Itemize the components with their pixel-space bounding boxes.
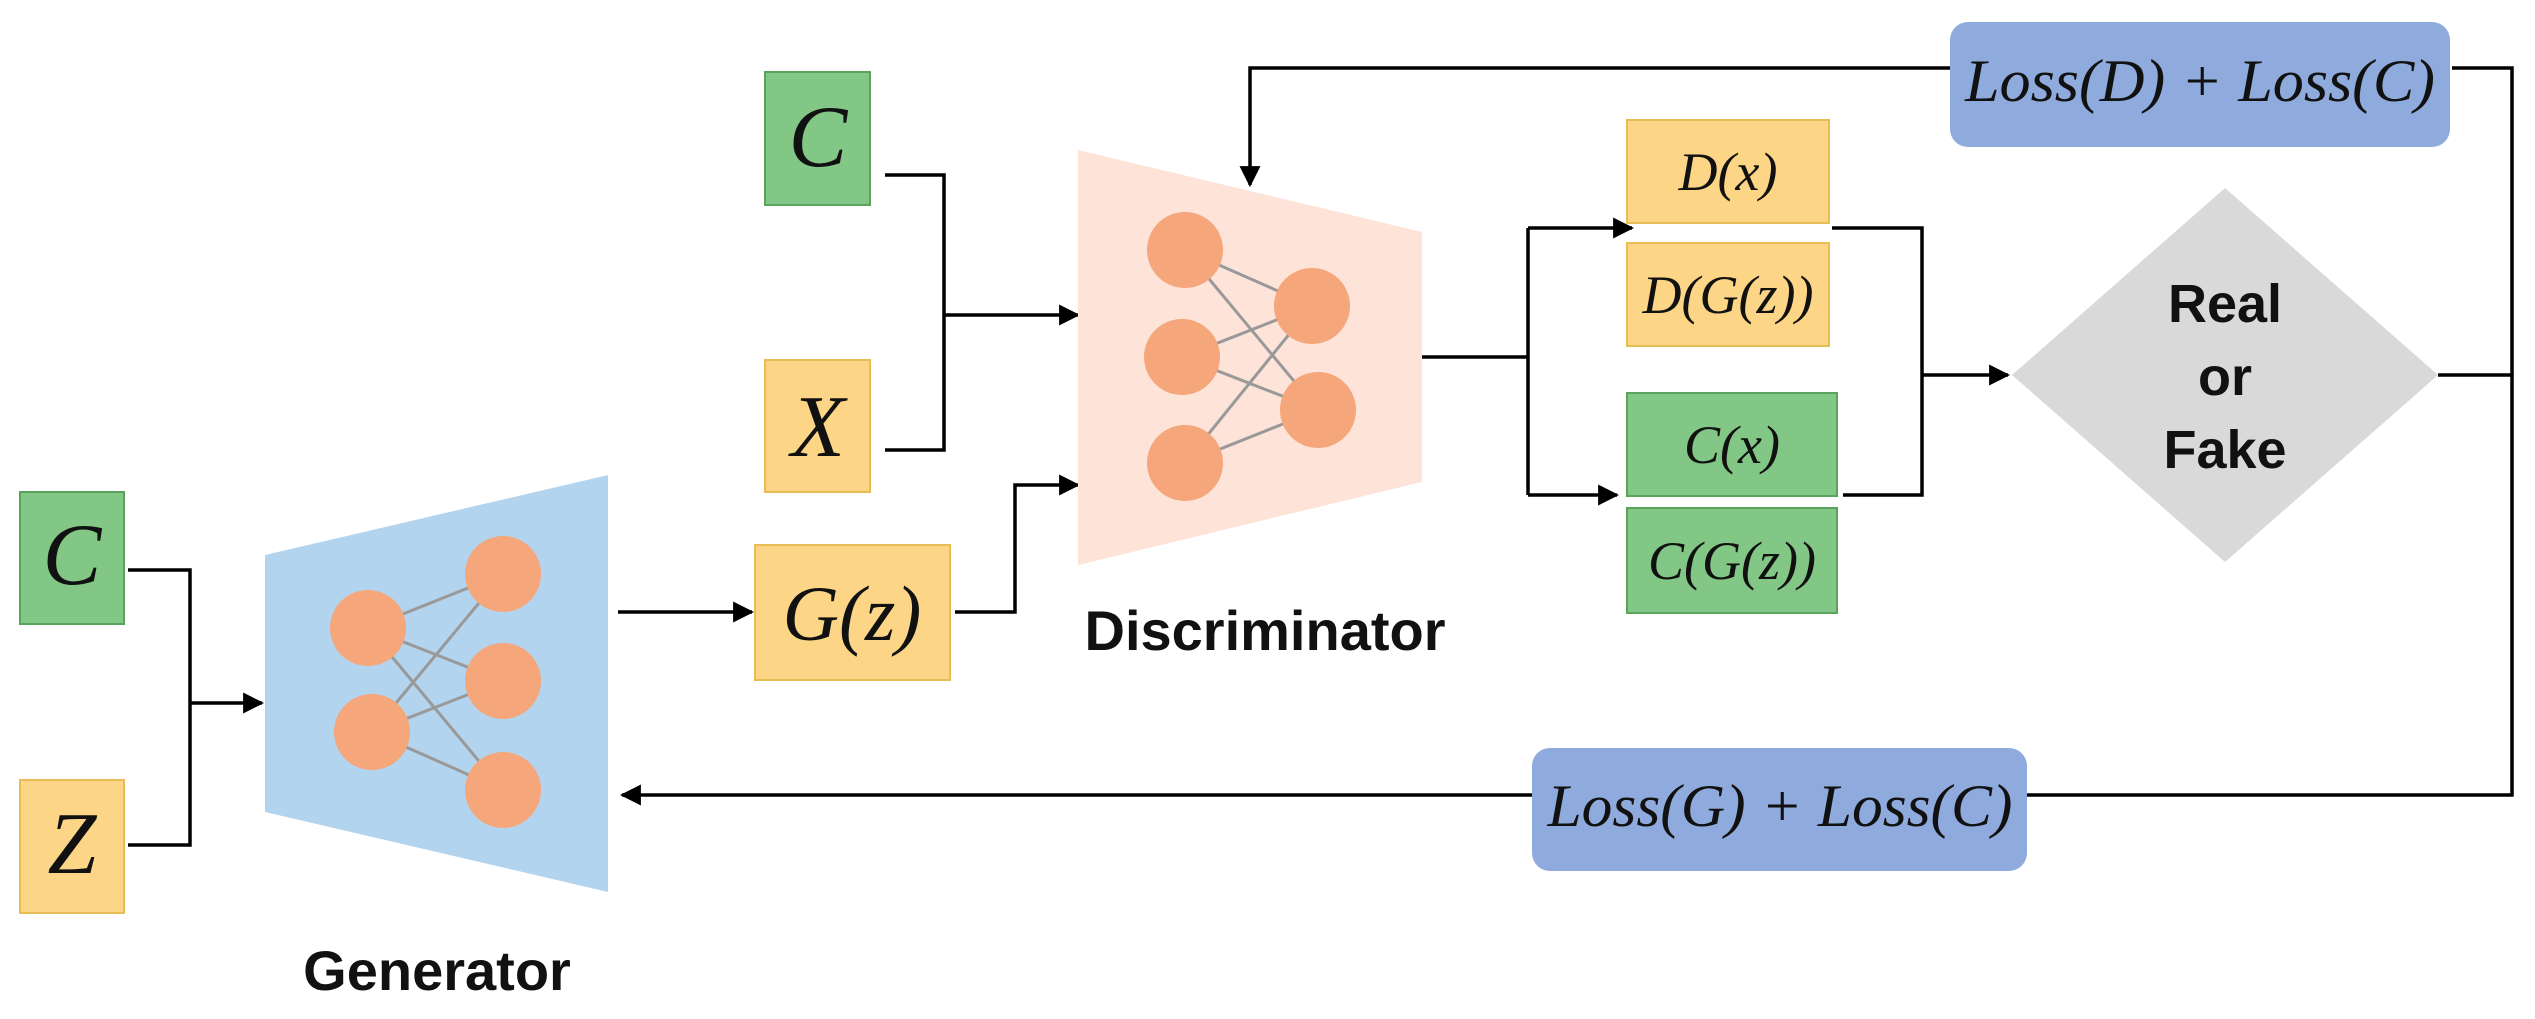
output-c-real-text: C(x) [1684, 415, 1780, 475]
generator-neurons [330, 536, 541, 828]
arrow-gz-to-discriminator [955, 474, 1081, 614]
output-c-real: C(x) [1626, 392, 1838, 497]
discriminator-input-c-text: C [789, 89, 849, 186]
loss-discriminator: Loss(D) + Loss(C) [1950, 22, 2450, 147]
loss-generator: Loss(G) + Loss(C) [1532, 748, 2027, 871]
discriminator-neurons [1144, 212, 1356, 501]
output-c-fake-text: C(G(z)) [1648, 531, 1816, 591]
discriminator-input-x: X [764, 359, 871, 493]
wire-from-dx [1832, 226, 1924, 497]
generator-label: Generator [303, 939, 571, 1002]
generator-neuron [465, 536, 541, 612]
generator-output-text: G(z) [783, 570, 922, 657]
decision-line-3: Fake [2163, 420, 2286, 480]
discriminator-neuron [1280, 372, 1356, 448]
generator-input-z-text: Z [48, 796, 98, 893]
wire-disc-x [885, 315, 946, 452]
generator-neuron [330, 590, 406, 666]
generator-input-c-text: C [43, 507, 103, 604]
discriminator: Discriminator [1078, 150, 1446, 662]
loss-generator-text: Loss(G) + Loss(C) [1546, 773, 2012, 839]
wire-gen-z [128, 703, 192, 847]
discriminator-input-x-text: X [788, 379, 848, 476]
decision-diamond [2012, 188, 2438, 562]
discriminator-neuron [1147, 425, 1223, 501]
generator-neuron [334, 694, 410, 770]
output-d-fake-text: D(G(z)) [1642, 265, 1814, 325]
real-or-fake-decision: Real or Fake [2012, 188, 2438, 562]
decision-line-1: Real [2168, 274, 2282, 334]
output-d-fake: D(G(z)) [1626, 242, 1830, 347]
wire-feedback-loop [2025, 373, 2514, 797]
generator-neuron [465, 643, 541, 719]
generator-output-gz: G(z) [754, 544, 951, 681]
generator-input-z: Z [19, 779, 125, 914]
connectors [128, 66, 2514, 847]
loss-discriminator-text: Loss(D) + Loss(C) [1964, 48, 2435, 114]
wire-gen-c [128, 568, 192, 703]
discriminator-input-c: C [764, 71, 871, 206]
generator: Generator [265, 475, 608, 1002]
output-d-real: D(x) [1626, 119, 1830, 224]
output-c-fake: C(G(z)) [1626, 507, 1838, 614]
discriminator-label: Discriminator [1085, 599, 1446, 662]
wire-disc-c [885, 173, 946, 315]
discriminator-shape [1078, 150, 1422, 565]
wire-loop-to-top [2452, 66, 2514, 375]
discriminator-neuron [1144, 319, 1220, 395]
generator-neuron [465, 752, 541, 828]
arrow-loss-to-discriminator [1239, 66, 1950, 188]
generator-input-c: C [19, 491, 125, 625]
discriminator-neuron [1147, 212, 1223, 288]
discriminator-neuron [1274, 268, 1350, 344]
generator-shape [265, 475, 608, 892]
decision-line-2: or [2198, 347, 2252, 407]
output-d-real-text: D(x) [1678, 142, 1778, 202]
